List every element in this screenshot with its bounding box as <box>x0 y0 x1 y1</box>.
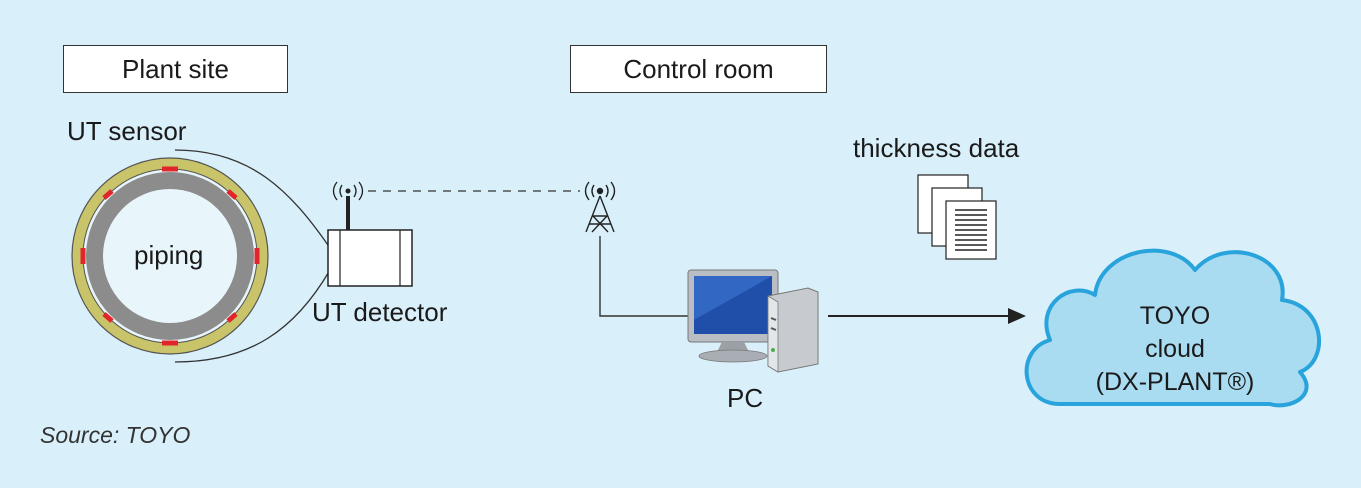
control-room-box: Control room <box>570 45 827 93</box>
source-caption: Source: TOYO <box>40 422 191 448</box>
piping-sensor-ring <box>71 157 269 355</box>
toyo-cloud-shape <box>1024 248 1322 408</box>
ut-detector-device <box>327 181 413 287</box>
cloud-label: TOYO cloud (DX-PLANT®) <box>1040 300 1310 399</box>
sensor-marks <box>80 166 260 346</box>
radio-tower <box>584 181 616 233</box>
pc-label: PC <box>727 383 764 413</box>
sensor-cable-lower <box>174 269 331 363</box>
thickness-document-stack <box>917 174 997 260</box>
pc-computer <box>687 269 819 373</box>
cloud-line-3: (DX-PLANT®) <box>1095 368 1255 396</box>
sensor-cable <box>174 149 331 249</box>
ut-detector-label: UT detector <box>312 297 448 327</box>
ut-sensor-label: UT sensor <box>67 116 187 146</box>
cloud-line-1: TOYO <box>1139 302 1211 330</box>
cloud-line-2: cloud <box>1145 335 1205 363</box>
piping-label: piping <box>134 240 204 270</box>
tower-pc-line <box>599 236 690 317</box>
plant-site-box: Plant site <box>63 45 288 93</box>
thickness-data-label: thickness data <box>853 133 1020 163</box>
